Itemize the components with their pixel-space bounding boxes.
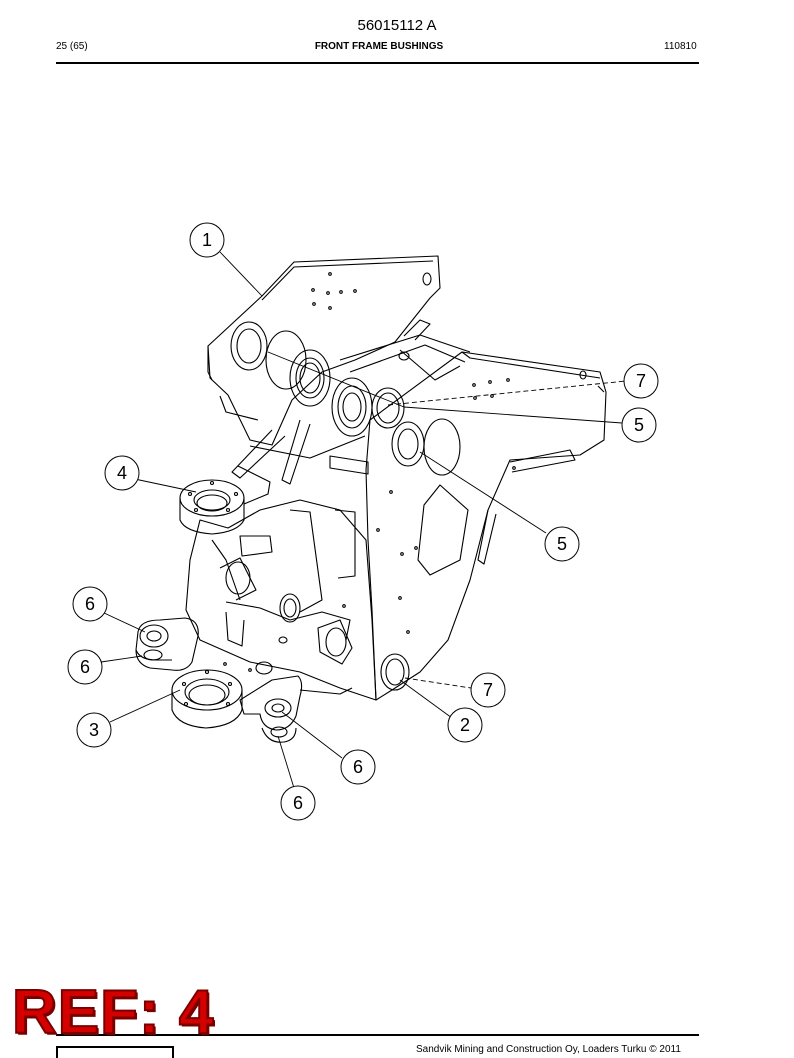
callout-7-lower: 7 [470,672,506,708]
callout-label: 5 [557,534,567,554]
ref-stamp: REF: 4 [11,978,215,1047]
callout-3: 3 [76,712,112,748]
page-count: 25 (65) [56,41,88,52]
callout-label: 6 [293,793,303,813]
callout-1: 1 [189,222,225,258]
callout-label: 7 [636,371,646,391]
callout-6-d: 6 [280,785,316,821]
callout-label: 6 [85,594,95,614]
callouts: 1 7 5 4 5 6 6 7 [67,222,659,821]
callout-6-a: 6 [72,586,108,622]
sandvik-logo [56,1046,174,1058]
callout-5-upper: 5 [621,407,657,443]
left-upper-plate [207,255,441,446]
bushing-4-boss [179,465,271,535]
callout-label: 3 [89,720,99,740]
callout-2: 2 [447,707,483,743]
date-code: 110810 [664,41,697,52]
right-side-plate [365,351,607,701]
callout-label: 6 [353,757,363,777]
document-number: 56015112 A [357,17,437,34]
cross-members [219,319,471,485]
callout-label: 4 [117,463,127,483]
callout-label: 2 [460,715,470,735]
left-lugs [135,617,199,671]
callout-6-c: 6 [340,749,376,785]
callout-label: 1 [202,230,212,250]
callout-label: 5 [634,415,644,435]
document-title: FRONT FRAME BUSHINGS [314,41,444,52]
callout-6-b: 6 [67,649,103,685]
header-rule [56,62,699,64]
footer-copyright: Sandvik Mining and Construction Oy, Load… [416,1044,681,1055]
callout-label: 7 [483,680,493,700]
leader-lines [100,251,627,789]
footer-rule [56,1034,699,1036]
bushing-3-boss [171,669,243,729]
upper-left-bushings [230,321,461,476]
callout-5-lower: 5 [544,526,580,562]
callout-7-upper: 7 [623,363,659,399]
callout-4: 4 [104,455,140,491]
right-lower-lugs [239,675,353,743]
callout-label: 6 [80,657,90,677]
